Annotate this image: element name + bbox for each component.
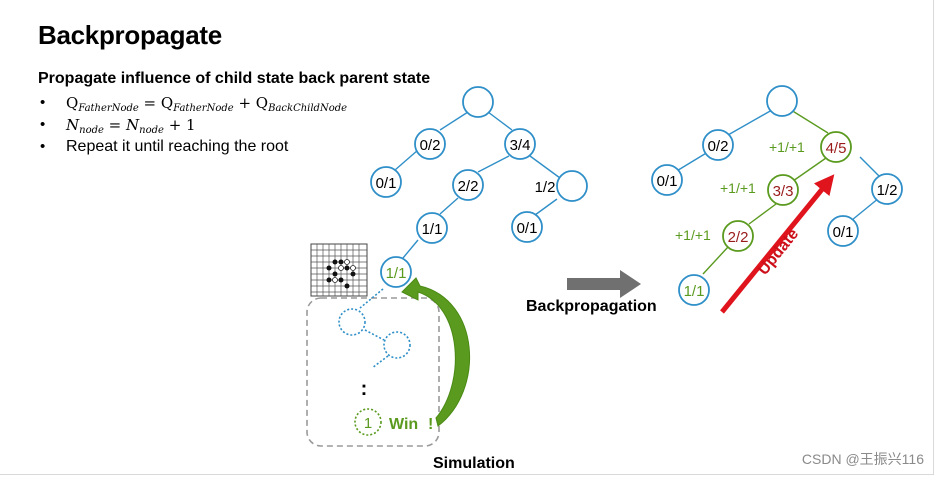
n-update-formula: Nnode = Nnode + 1 bbox=[66, 116, 196, 136]
right-label-3-3: 3/3 bbox=[773, 183, 794, 200]
left-node-1-1 bbox=[416, 212, 448, 244]
left-label-2-2: 2/2 bbox=[458, 178, 479, 195]
left-node-3-4 bbox=[504, 128, 536, 160]
right-tree-update-path bbox=[702, 109, 829, 275]
gray-right-arrow bbox=[567, 270, 641, 298]
simulation-caption: Simulation bbox=[433, 455, 515, 472]
right-label-1-2: 1/2 bbox=[877, 182, 898, 199]
win-label: Win bbox=[389, 416, 418, 433]
right-node-3-3 bbox=[767, 174, 799, 206]
increment-label-low: +1/+1 bbox=[675, 227, 711, 243]
csdn-watermark: CSDN @王振兴116 bbox=[801, 451, 924, 467]
win-leaf-node bbox=[354, 408, 382, 436]
right-label-0-1: 0/1 bbox=[657, 173, 678, 190]
rollout-ellipsis: : bbox=[361, 378, 368, 400]
right-node-2-2 bbox=[722, 220, 754, 252]
go-board-icon bbox=[310, 243, 368, 297]
simulation-rollout bbox=[338, 288, 411, 369]
left-label-1-2: 1/2 bbox=[535, 179, 556, 196]
right-node-0-1b bbox=[827, 215, 859, 247]
backprop-curve-arrow bbox=[401, 277, 471, 427]
q-update-formula: QFatherNode = QFatherNode + QBackChildNo… bbox=[66, 94, 348, 114]
right-node-1-2 bbox=[871, 173, 903, 205]
left-node-0-2 bbox=[414, 128, 446, 160]
left-label-0-1b: 0/1 bbox=[517, 220, 538, 237]
right-node-4-5 bbox=[820, 131, 852, 163]
left-label-leaf: 1/1 bbox=[386, 265, 407, 282]
right-label-leaf: 1/1 bbox=[684, 283, 705, 300]
bullet-repeat: Repeat it until reaching the root bbox=[40, 136, 347, 158]
right-label-2-2: 2/2 bbox=[728, 229, 749, 246]
left-label-3-4: 3/4 bbox=[510, 137, 531, 154]
win-leaf-label: 1 bbox=[364, 415, 372, 432]
update-label: Update bbox=[755, 226, 802, 279]
bullet-q-formula: QFatherNode = QFatherNode + QBackChildNo… bbox=[40, 92, 347, 114]
update-arrow bbox=[720, 174, 835, 314]
bullet-n-formula: Nnode = Nnode + 1 bbox=[40, 114, 347, 136]
increment-label-top: +1/+1 bbox=[769, 139, 805, 155]
right-node-0-1 bbox=[651, 164, 683, 196]
right-label-4-5: 4/5 bbox=[826, 140, 847, 157]
left-node-0-1 bbox=[370, 166, 402, 198]
rollout-node-1 bbox=[338, 308, 366, 336]
win-exclaim: ! bbox=[428, 416, 433, 433]
bullet-list: QFatherNode = QFatherNode + QBackChildNo… bbox=[40, 92, 347, 158]
right-root-node bbox=[766, 85, 798, 117]
left-node-2-2 bbox=[452, 169, 484, 201]
left-tree bbox=[394, 111, 561, 259]
slide-subtitle: Propagate influence of child state back … bbox=[38, 70, 431, 87]
left-leaf-node bbox=[380, 256, 412, 288]
left-node-1-2 bbox=[556, 170, 588, 202]
right-label-0-1b: 0/1 bbox=[833, 224, 854, 241]
left-root-node bbox=[462, 86, 494, 118]
left-label-0-2: 0/2 bbox=[420, 137, 441, 154]
backpropagation-caption: Backpropagation bbox=[526, 298, 657, 315]
slide-title: Backpropagate bbox=[38, 20, 222, 50]
left-node-0-1b bbox=[511, 211, 543, 243]
left-label-1-1: 1/1 bbox=[422, 221, 443, 238]
right-node-0-2 bbox=[702, 129, 734, 161]
right-leaf-node bbox=[678, 274, 710, 306]
right-tree-edges bbox=[674, 109, 881, 221]
left-label-0-1: 0/1 bbox=[376, 175, 397, 192]
right-label-0-2: 0/2 bbox=[708, 138, 729, 155]
increment-label-mid: +1/+1 bbox=[720, 180, 756, 196]
rollout-node-2 bbox=[383, 331, 411, 359]
